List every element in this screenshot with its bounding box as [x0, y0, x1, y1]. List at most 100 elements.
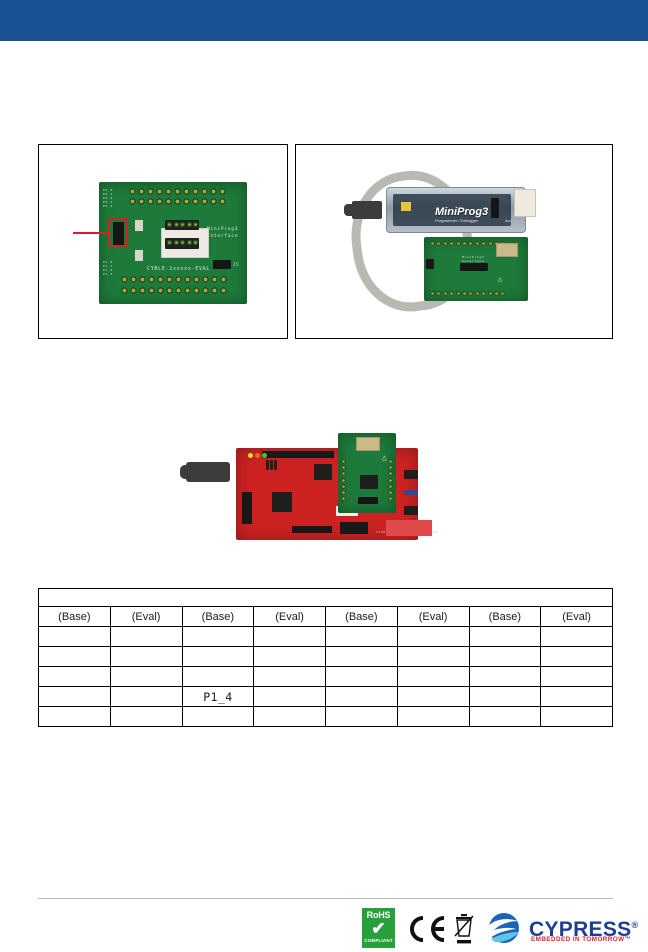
expansion-area — [386, 520, 432, 536]
module-connector — [358, 497, 378, 504]
table-cell — [325, 626, 398, 647]
miniprog3-body: MiniProg3 Programmer / Debugger CYPRESS … — [386, 187, 526, 233]
column-header: (Eval) — [109, 606, 183, 627]
miniprog3-brand-label: MiniProg3 — [435, 206, 489, 218]
header-pads-bottom — [167, 240, 198, 245]
pad-row-top-1 — [129, 188, 226, 195]
passive-c — [274, 460, 277, 470]
table-cell — [325, 686, 398, 707]
silk-part-number: CYBLE-2xxxxx-EVAL — [147, 266, 211, 272]
figure-devboard-stage: CYPRESS BLE PIONEER BOARD △ — [180, 400, 470, 570]
passive-b — [270, 460, 273, 470]
figure-miniprog3-connection: MiniProg3 Programmer / Debugger CYPRESS … — [295, 144, 613, 339]
column-header: (Base) — [325, 606, 398, 627]
pad-row-bottom-1 — [121, 276, 227, 283]
rohs-compliant-label: COMPLIANT — [364, 938, 393, 943]
table-cell — [109, 706, 183, 727]
footer-divider — [38, 898, 613, 899]
devboard-usb-cable — [180, 465, 194, 479]
table-cell — [540, 666, 613, 687]
table-cell — [540, 686, 613, 707]
table-cell — [109, 626, 183, 647]
table-cell — [253, 686, 326, 707]
table-cell — [109, 666, 183, 687]
arduino-header-top — [262, 451, 334, 458]
resistor-1 — [135, 220, 143, 231]
ble-module-antenna — [496, 243, 518, 257]
cypress-swoosh-icon — [486, 913, 519, 943]
rohs-label: RoHS — [366, 910, 391, 920]
programmer-white-connector — [514, 189, 536, 217]
footer-compliance-marks: RoHS ✔ COMPLIANT CYPRESS® EMBEDDED IN TO… — [362, 906, 638, 950]
figure-programmer-stage: MiniProg3 Programmer / Debugger CYPRESS … — [296, 145, 612, 338]
mcu-chip-2 — [272, 492, 292, 512]
table-cell — [38, 626, 111, 647]
module-triangle-mark: △ — [498, 275, 503, 283]
usb-cable-end — [344, 204, 356, 216]
module-left-pads — [341, 459, 346, 502]
pad-row-bottom-2 — [121, 287, 227, 294]
eval-left-connector — [426, 259, 434, 269]
table-header-row: (Base) (Eval) (Base) (Eval) (Base) (Eval… — [38, 606, 613, 627]
eval-pads-top — [430, 241, 506, 246]
table-title-cell — [38, 588, 613, 607]
table-cell — [181, 706, 255, 727]
checkmark-icon: ✔ — [371, 919, 386, 938]
column-header: (Eval) — [253, 606, 326, 627]
module-triangle-icon: △ — [382, 453, 388, 462]
mcu-chip-1 — [314, 464, 332, 480]
table-cell — [396, 666, 470, 687]
table-cell — [396, 706, 470, 727]
header-pads-top — [167, 222, 198, 227]
table-cell — [468, 666, 542, 687]
table-cell — [38, 646, 111, 667]
table-cell — [396, 646, 470, 667]
table-cell — [468, 706, 542, 727]
passive-a — [266, 460, 269, 470]
table-cell — [540, 646, 613, 667]
callout-arrow-line — [73, 232, 108, 234]
table-row: P1_4 — [38, 686, 613, 707]
rohs-compliant-badge: RoHS ✔ COMPLIANT — [362, 908, 395, 948]
right-connector-blue — [404, 490, 418, 495]
column-header: (Base) — [181, 606, 255, 627]
left-pin-header — [242, 492, 252, 524]
table-cell — [540, 626, 613, 647]
j5-connector — [213, 260, 231, 269]
devboard-usb-plug — [186, 462, 230, 482]
registered-trademark: ® — [631, 920, 639, 930]
table-cell — [38, 666, 111, 687]
weee-bin-icon — [452, 912, 476, 946]
table-row — [38, 626, 613, 647]
table-cell — [181, 666, 255, 687]
table-cell — [181, 626, 255, 647]
table-cell — [540, 706, 613, 727]
table-cell — [253, 646, 326, 667]
table-cell — [468, 686, 542, 707]
miniprog3-sublabel: Programmer / Debugger — [435, 218, 479, 223]
weee-bin-svg — [454, 914, 474, 944]
pin-mapping-table: (Base) (Eval) (Base) (Eval) (Base) (Eval… — [38, 588, 613, 727]
table-row — [38, 646, 613, 667]
table-row — [38, 706, 613, 727]
right-button-1 — [404, 470, 418, 479]
table-cell — [253, 706, 326, 727]
silk-j5-ref: J5 — [233, 262, 240, 267]
status-led-orange — [255, 453, 260, 458]
table-cell — [396, 686, 470, 707]
cypress-brand-on-programmer: CYPRESS — [397, 190, 417, 195]
module-right-pads — [388, 459, 393, 502]
table-cell — [109, 646, 183, 667]
bottom-header-2 — [340, 522, 368, 534]
figure-pioneer-kit: CYPRESS BLE PIONEER BOARD △ — [180, 400, 470, 570]
table-cell — [38, 706, 111, 727]
ce-mark-svg — [410, 916, 445, 942]
bottom-header-1 — [292, 526, 332, 533]
swd-connector — [113, 222, 124, 246]
